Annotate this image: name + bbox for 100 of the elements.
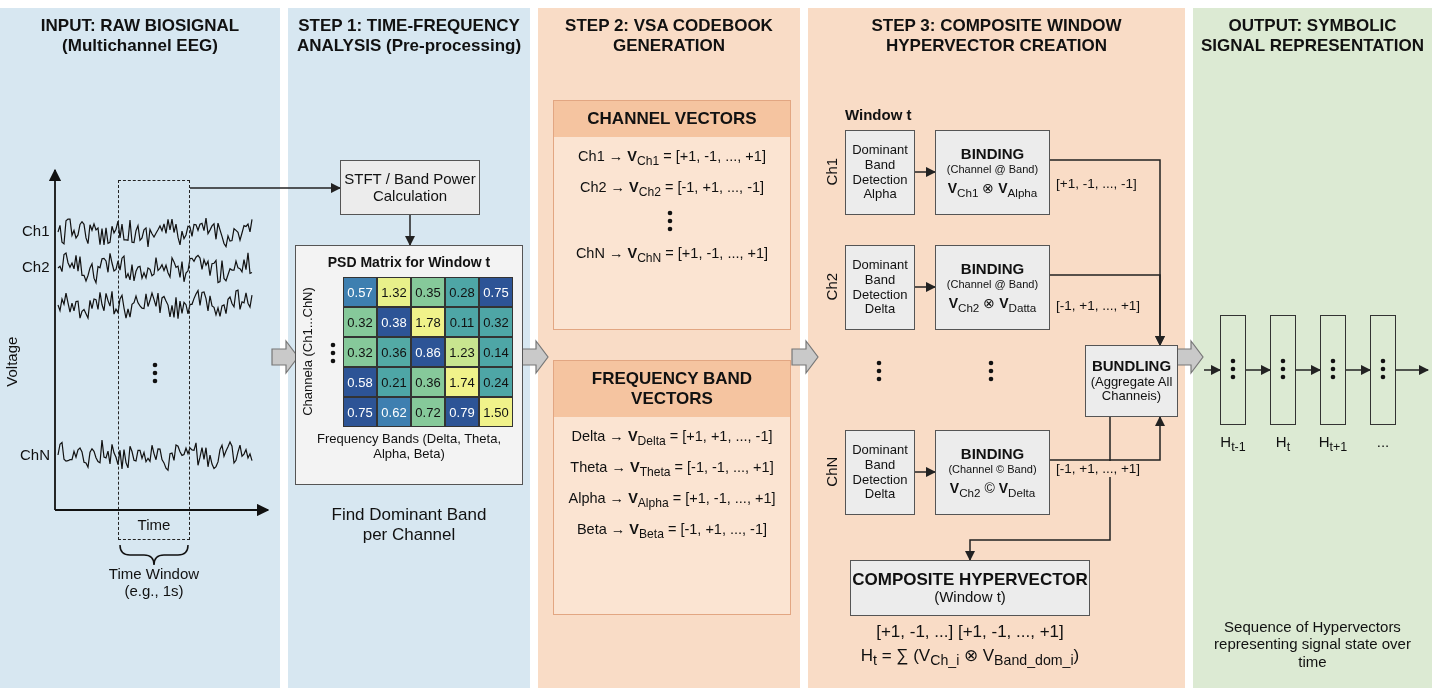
panel-title: STEP 3: COMPOSITE WINDOW HYPERVECTOR CREATION — [870, 16, 1123, 56]
heatmap-cell: 0.11 — [445, 307, 479, 337]
heatmap-cell: 0.75 — [343, 397, 377, 427]
block-arrow — [1176, 339, 1204, 375]
codebook-box — [553, 100, 791, 330]
panel-title: STEP 1: TIME-FREQUENCY ANALYSIS (Pre-processing) — [295, 16, 523, 56]
binding-box — [935, 245, 1050, 330]
box-text: STFT / Band Power Calculation — [343, 170, 477, 205]
vector-equation: Ch1 → V$_{Ch1}$ = [+1, -1, ..., +1] — [577, 148, 767, 168]
box-text: (Channel © Band) — [948, 462, 1037, 476]
axis-label: Voltage — [3, 335, 21, 389]
caption-text: H$_{t-1}$ — [1219, 433, 1247, 455]
arrow — [914, 466, 937, 478]
caption-text: H$_{t+1}$ — [1317, 433, 1349, 455]
axis-label: Ch2 — [823, 271, 841, 303]
vector-equation: Delta → V$_{Delta}$ = [+1, +1, ..., -1] — [570, 428, 774, 448]
caption-text: H$_{t}$ = ∑ (V$_{Ch_i}$ ⊗ V$_{Band_dom_i}$) — [859, 646, 1081, 669]
heatmap-cell: 1.32 — [377, 277, 411, 307]
heatmap-cell: 0.21 — [377, 367, 411, 397]
binding-box — [935, 130, 1050, 215]
box-heading: FREQUENCY BAND VECTORS — [554, 361, 790, 417]
process-box — [845, 245, 915, 330]
result-box — [850, 560, 1090, 616]
arrow — [189, 182, 342, 194]
box-heading: BINDING — [960, 146, 1025, 163]
axis-label: Channela (Ch1...ChN) — [300, 286, 316, 418]
heatmap-cell: 1.23 — [445, 337, 479, 367]
heatmap-cell: 0.28 — [445, 277, 479, 307]
arrow — [1049, 415, 1166, 461]
label-text: Ch1 — [22, 222, 51, 240]
heatmap-cell: 0.36 — [377, 337, 411, 367]
heatmap-cell: 1.74 — [445, 367, 479, 397]
edge-label: [-1, +1, ..., +1] — [1054, 461, 1143, 477]
process-box — [845, 130, 915, 215]
heatmap-cell: 0.35 — [411, 277, 445, 307]
process-box — [845, 430, 915, 515]
hypervector-bar — [1220, 315, 1246, 425]
panel-title: STEP 2: VSA CODEBOOK GENERATION — [564, 16, 774, 56]
heatmap-cell: 0.32 — [343, 307, 377, 337]
box-text: V$_{Ch2}$ © V$_{Delta}$ — [949, 481, 1036, 499]
arrow — [1049, 274, 1166, 347]
label-text: Window t — [845, 106, 913, 124]
heatmap-cell: 1.78 — [411, 307, 445, 337]
panel-title: INPUT: RAW BIOSIGNAL (Multichannel EEG) — [39, 16, 241, 56]
caption-text: Time Window (e.g., 1s) — [107, 565, 201, 600]
heatmap-cell: 0.79 — [445, 397, 479, 427]
block-arrow — [791, 339, 819, 375]
hypervector-bar — [1370, 315, 1396, 425]
label-text: Frequency Bands (Delta, Theta, Alpha, Beta) — [316, 432, 502, 462]
caption-text: ... — [1375, 433, 1391, 451]
heatmap-cell: 0.72 — [411, 397, 445, 427]
panel — [1193, 8, 1432, 688]
box-text: PSD Matrix for Window t — [326, 254, 492, 270]
box-text: (Channel @ Band) — [946, 277, 1039, 291]
vector-equation: Beta → V$_{Beta}$ = [-1, +1, ..., -1] — [575, 520, 769, 541]
box-text: (Channel @ Band) — [946, 162, 1039, 176]
panel-title: OUTPUT: SYMBOLIC SIGNAL REPRESENTATION — [1200, 16, 1425, 56]
codebook-box — [553, 360, 791, 615]
hypervector-bar — [1320, 315, 1346, 425]
label-text: Sequence of Hypervectors representing signal state over time — [1213, 618, 1412, 670]
box-heading: BUNDLING — [1091, 358, 1172, 375]
heatmap-cell: 0.38 — [377, 307, 411, 337]
heatmap-cell: 0.32 — [479, 307, 513, 337]
edge-label: [+1, -1, ..., -1] — [1054, 176, 1139, 192]
vector-equation: Ch2 → V$_{Ch2}$ = [-1, +1, ..., -1] — [578, 178, 766, 199]
block-arrow — [521, 339, 549, 375]
arrow — [1395, 364, 1430, 376]
heatmap-cell: 0.58 — [343, 367, 377, 397]
arrow — [1203, 364, 1222, 376]
heatmap-cell: 0.24 — [479, 367, 513, 397]
hypervector-bar — [1270, 315, 1296, 425]
box-text: V$_{Ch1}$ ⊗ V$_{Alpha}$ — [947, 181, 1038, 199]
caption-text: [+1, -1, ...] [+1, -1, ..., +1] — [875, 622, 1065, 642]
box-text: Dominant Band Detection Alpha — [851, 143, 909, 202]
box-heading: BINDING — [960, 261, 1025, 278]
axis-label: ChN — [823, 455, 841, 489]
arrow — [1345, 364, 1372, 376]
vector-equation: ChN → V$_{ChN}$ = [+1, -1, ..., +1] — [574, 244, 770, 265]
edge-label: [-1, +1, ..., +1] — [1054, 298, 1143, 314]
arrow — [404, 214, 416, 247]
arrow — [964, 416, 1111, 562]
box-heading: BINDING — [960, 446, 1025, 463]
label-text: ChN — [20, 446, 51, 464]
heatmap-cell: 0.32 — [343, 337, 377, 367]
vector-equation: Alpha → V$_{Alpha}$ = [+1, -1, ..., +1] — [567, 489, 777, 510]
box-text: Dominant Band Detection Delta — [851, 443, 909, 502]
heatmap-cell: 0.75 — [479, 277, 513, 307]
caption-text: H$_{t}$ — [1274, 433, 1292, 455]
panel — [808, 8, 1185, 688]
arrow — [1245, 364, 1272, 376]
box-text: (Aggregate All Channeis) — [1089, 374, 1174, 404]
box-text: V$_{Ch2}$ ⊗ V$_{Datta}$ — [948, 296, 1037, 314]
bundling-box — [1085, 345, 1178, 417]
binding-box — [935, 430, 1050, 515]
label-text: Find Dominant Band per Channel — [330, 505, 488, 545]
axis-label: Ch1 — [823, 156, 841, 188]
arrow — [914, 166, 937, 178]
heatmap-cell: 0.62 — [377, 397, 411, 427]
label-text: Time — [136, 516, 172, 534]
heatmap-cell: 0.86 — [411, 337, 445, 367]
